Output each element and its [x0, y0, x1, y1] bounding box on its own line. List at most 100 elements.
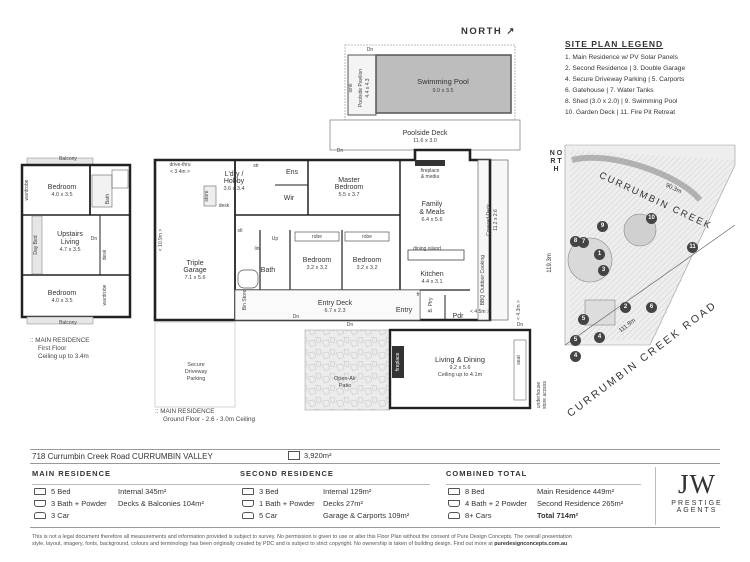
combined-bed-row: 8 Bed [448, 487, 485, 496]
ground-floor-plan: Poolside Pavilion 4.4 x 4.3 sink Dn Swim… [153, 44, 548, 411]
garage-label2: Garage [183, 267, 206, 274]
main-bath-row: 3 Bath + Powder [34, 499, 107, 508]
combined-second: Second Residence 265m² [537, 499, 624, 508]
entry-deck-label: Entry Deck [318, 300, 353, 307]
disclaimer: This is not a legal document therefore a… [32, 534, 722, 548]
living-dim: 9.2 x 5.6 [449, 365, 470, 371]
gf-caption-1: :: MAIN RESIDENCE [155, 408, 215, 415]
pooldeck-label: Poolside Deck [403, 130, 448, 137]
car-icon [448, 512, 460, 519]
secure-driveway [154, 321, 236, 408]
main-residence-section: MAIN RESIDENCE [32, 469, 232, 478]
garage-dim: 7.1 x 5.6 [184, 275, 205, 281]
land-area-value: 3,920m² [304, 451, 332, 460]
secure-label: Secure [187, 362, 204, 368]
covered-deck-dim: 11.2 x 2.6 [493, 209, 499, 231]
ff-bedroom2-dim: 4.0 x 3.5 [51, 298, 72, 304]
combined-car-row: 8+ Cars [448, 511, 491, 520]
ff-wardrobe2-label: wardrobe [102, 284, 108, 305]
store-label: store [204, 190, 210, 201]
underhouse-label: underhouse [536, 382, 542, 409]
second-internal: Internal 129m² [323, 487, 372, 496]
ff-balcony-bottom-label: Balcony [59, 320, 77, 326]
drive-thru-label: drive-thru [169, 162, 190, 168]
entry-deck-dim: 6.7 x 2.3 [324, 308, 345, 314]
ens-label: Ens [286, 169, 299, 176]
ff-balcony-top-label: Balcony [59, 156, 77, 162]
second-car-row: 5 Car [242, 511, 277, 520]
site-plan-legend: SITE PLAN LEGEND 1. Main Residence w/ PV… [565, 39, 745, 118]
ff-dn-label: Dn [91, 236, 98, 242]
pantry-label: B. Ptry [428, 297, 434, 313]
ff-bath-label: Bath [105, 194, 111, 205]
ff-caption-2: First Floor [38, 345, 67, 352]
ff-living-label: Living [61, 239, 79, 246]
second-bed-row: 3 Bed [242, 487, 279, 496]
ff-bedroom1-dim: 4.0 x 3.5 [51, 192, 72, 198]
second-heading: SECOND RESIDENCE [240, 469, 334, 478]
open-air-label: Open-Air [334, 376, 356, 382]
ldry-dim: 3.6 x 3.4 [223, 186, 244, 192]
kitchen-label: Kitchen [420, 271, 443, 278]
outdoor-cooking-label: Outdoor Cooking [480, 255, 486, 293]
ff-daybed-label: Day Bed [33, 235, 39, 254]
ff-bedroom1-label: Bedroom [48, 184, 77, 191]
pool-label: Swimming Pool [417, 77, 469, 86]
bed-icon [34, 488, 46, 495]
family-label2: & Meals [419, 209, 445, 216]
ldry-label2: Hobby [224, 178, 245, 185]
land-area-icon [288, 451, 300, 460]
divider-bottom [30, 527, 720, 528]
fireplace-label: fireplace [395, 352, 401, 371]
stl-label: stl [238, 228, 243, 234]
property-address: 718 Currumbin Creek Road CURRUMBIN VALLE… [32, 452, 213, 461]
living-dining [388, 328, 532, 410]
pool-dim: 9.0 x 3.5 [432, 88, 453, 94]
main-bed: 5 Bed [51, 487, 71, 496]
brand-line2: AGENTS [676, 507, 718, 514]
living-label: Living & Dining [435, 355, 485, 364]
ff-caption-3: Ceiling up to 3.4m [38, 353, 89, 360]
combined-bed: 8 Bed [465, 487, 485, 496]
garage-label: Triple [186, 260, 203, 267]
wir-label: Wir [284, 195, 295, 202]
ff-upstairs-dim: 4.7 x 3.5 [59, 247, 80, 253]
brand-divider [655, 467, 656, 525]
second-bed: 3 Bed [259, 487, 279, 496]
main-bath: 3 Bath + Powder [51, 499, 107, 508]
first-floor-plan: Balcony Bedroom 4.0 x 3.5 wardrobe Bath … [20, 156, 132, 326]
bedroom1-dim: 3.2 x 3.2 [306, 265, 327, 271]
bed-icon [448, 488, 460, 495]
swimming-pool [375, 54, 512, 114]
second-bath-row: 1 Bath + Powder [242, 499, 315, 508]
bath-icon [34, 500, 46, 507]
robe1-label: robe [312, 234, 322, 240]
legend-line: 4. Secure Driveway Parking | 5. Carports [565, 76, 685, 83]
balcony-bottom [26, 316, 94, 325]
combined-divider [446, 484, 641, 485]
brand-logo: JW PRESTIGE AGENTS [662, 470, 732, 514]
open-air-patio [304, 329, 391, 411]
bath-icon [242, 500, 254, 507]
drive-thru-dim: < 3.4m > [170, 169, 190, 175]
entry-deck [234, 289, 421, 321]
robe2-label: robe [362, 234, 372, 240]
lin-label: lin [254, 246, 259, 252]
car-icon [34, 512, 46, 519]
main-car: 3 Car [51, 511, 70, 520]
bath-label: Bath [261, 267, 276, 274]
dn-b-label: Dn [347, 322, 354, 328]
pdc-link[interactable]: puredesignconcepts.com.au [494, 541, 568, 547]
second-car: 5 Car [259, 511, 278, 520]
legend-title: SITE PLAN LEGEND [565, 39, 664, 49]
site-north-label: N O R T H [549, 150, 563, 173]
pool-dn-label: Dn [367, 47, 374, 53]
second-decks: Decks 27m² [323, 499, 364, 508]
ldry-label: L'dry / [225, 171, 244, 178]
land-area: 3,920m² [288, 451, 332, 460]
master-label: Master [338, 177, 360, 184]
patio-label: Patio [339, 383, 352, 389]
up-label: Up [272, 236, 279, 242]
north-label: NORTH ↗ [461, 26, 516, 37]
pavilion-label: Poolside Pavilion [358, 69, 364, 107]
